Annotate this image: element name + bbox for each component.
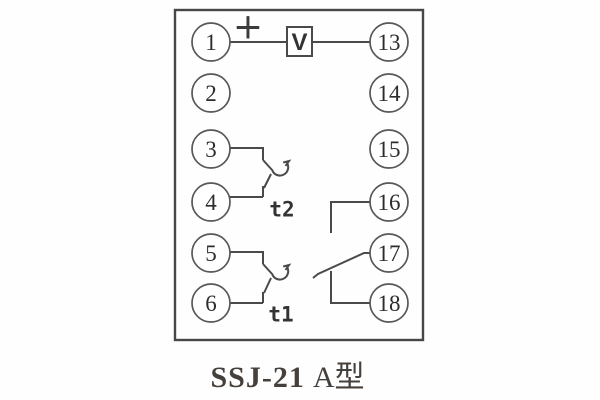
terminal-4: 4	[191, 182, 231, 222]
terminal-circle-3	[191, 129, 231, 169]
voltage-element-box	[286, 26, 313, 57]
contact-t1-label: t1	[268, 302, 293, 326]
terminal-2: 2	[191, 73, 231, 113]
terminal-number-15: 15	[378, 137, 401, 162]
terminal-circle-14	[369, 73, 409, 113]
terminal-3: 3	[191, 129, 231, 169]
contact-t2-arrowhead	[282, 159, 292, 167]
terminal-circle-15	[369, 129, 409, 169]
contact-group-16-17-18	[312, 201, 370, 304]
contact-t2-delay-hook	[271, 163, 290, 177]
terminal-circle-17	[369, 233, 409, 273]
terminal-1: 1	[191, 22, 231, 62]
contact-t1-arrowhead	[282, 263, 292, 271]
terminal-15: 15	[369, 129, 409, 169]
caption-variant: A型	[312, 361, 365, 394]
terminal-circle-13	[369, 22, 409, 62]
terminal-circle-6	[191, 283, 231, 323]
terminal-number-6: 6	[205, 291, 217, 316]
terminal-circle-18	[369, 283, 409, 323]
caption-model: SSJ-21	[210, 361, 305, 394]
terminal-5: 5	[191, 233, 231, 273]
wire-16-bracket	[330, 201, 370, 233]
contact-t2-label: t2	[269, 197, 294, 221]
contact-t1-blade-lower	[263, 277, 272, 294]
terminal-circle-1	[191, 22, 231, 62]
relay-case-frame	[173, 8, 425, 342]
contact-t2-blade-lower	[263, 173, 272, 189]
terminal-17: 17	[369, 233, 409, 273]
terminal-13: 13	[369, 22, 409, 62]
contact-t1	[230, 251, 292, 304]
voltage-element-label: V	[291, 29, 307, 56]
wire-5-to-contact	[230, 251, 264, 264]
terminal-circle-16	[369, 182, 409, 222]
voltage-circuit-wiring	[230, 26, 370, 57]
terminal-14: 14	[369, 73, 409, 113]
terminal-circle-4	[191, 182, 231, 222]
terminal-number-13: 13	[378, 30, 401, 55]
contact-t2	[229, 147, 292, 198]
wire-3-to-contact	[230, 147, 264, 160]
contact-t1-blade-upper	[262, 263, 274, 276]
plus-polarity-label: +	[233, 7, 263, 48]
terminal-6: 6	[191, 283, 231, 323]
terminal-number-18: 18	[378, 291, 401, 316]
terminal-16: 16	[369, 182, 409, 222]
terminal-number-17: 17	[378, 241, 401, 266]
terminal-number-4: 4	[205, 190, 217, 215]
terminal-number-1: 1	[205, 30, 217, 55]
contact-17-blade	[312, 252, 370, 279]
terminal-number-14: 14	[378, 81, 402, 106]
contact-t1-delay-hook	[271, 267, 290, 281]
terminal-circle-5	[191, 233, 231, 273]
contact-t2-blade-upper	[262, 159, 274, 172]
terminal-circle-2	[191, 73, 231, 113]
wire-18-bracket	[330, 271, 370, 304]
terminal-number-2: 2	[205, 81, 217, 106]
terminal-number-3: 3	[205, 137, 217, 162]
terminal-18: 18	[369, 283, 409, 323]
terminal-number-16: 16	[378, 190, 401, 215]
terminals-layer: 1 2 3 4 5 6 13 14 15 16 17 18	[191, 22, 409, 323]
terminal-number-5: 5	[205, 241, 217, 266]
